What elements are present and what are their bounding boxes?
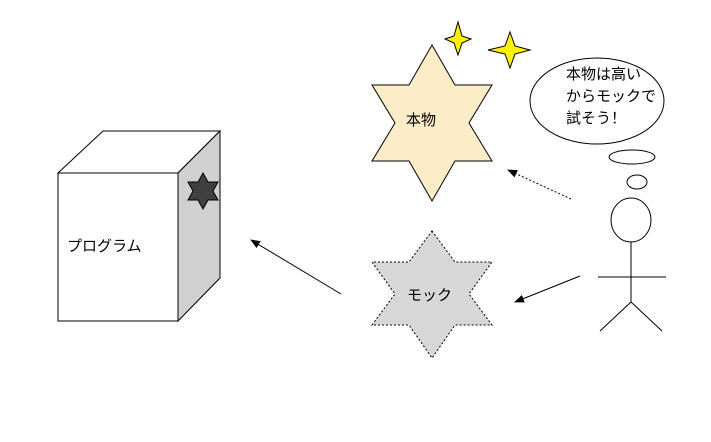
speech-text: 本物は高い からモックで 試そう！ [566, 63, 656, 129]
mock-star [371, 230, 493, 359]
arrow-person-to-mock [514, 275, 581, 303]
program-label: プログラム [67, 237, 142, 255]
mock-label: モック [407, 286, 453, 304]
star-icon [187, 171, 219, 211]
person-right-leg [630, 301, 663, 332]
thought-bubble [529, 57, 665, 145]
sparkle-icon [487, 30, 532, 70]
arrow-person-to-real [507, 169, 572, 200]
thought-dot-small [626, 174, 648, 190]
speech-line-3: 試そう！ [566, 109, 627, 127]
speech-line-1: 本物は高い [566, 65, 642, 83]
person-left-leg [599, 301, 632, 332]
sparkle-icon [443, 20, 473, 57]
stick-figure-icon [598, 197, 666, 332]
person-head [610, 197, 652, 243]
real-label: 本物 [406, 111, 437, 129]
program-box-front [57, 172, 179, 322]
arrow-mock-to-program [250, 239, 342, 295]
thought-dot-large [608, 149, 656, 165]
speech-line-2: からモックで [566, 87, 657, 105]
program-box [56, 129, 222, 323]
real-star [371, 43, 493, 203]
